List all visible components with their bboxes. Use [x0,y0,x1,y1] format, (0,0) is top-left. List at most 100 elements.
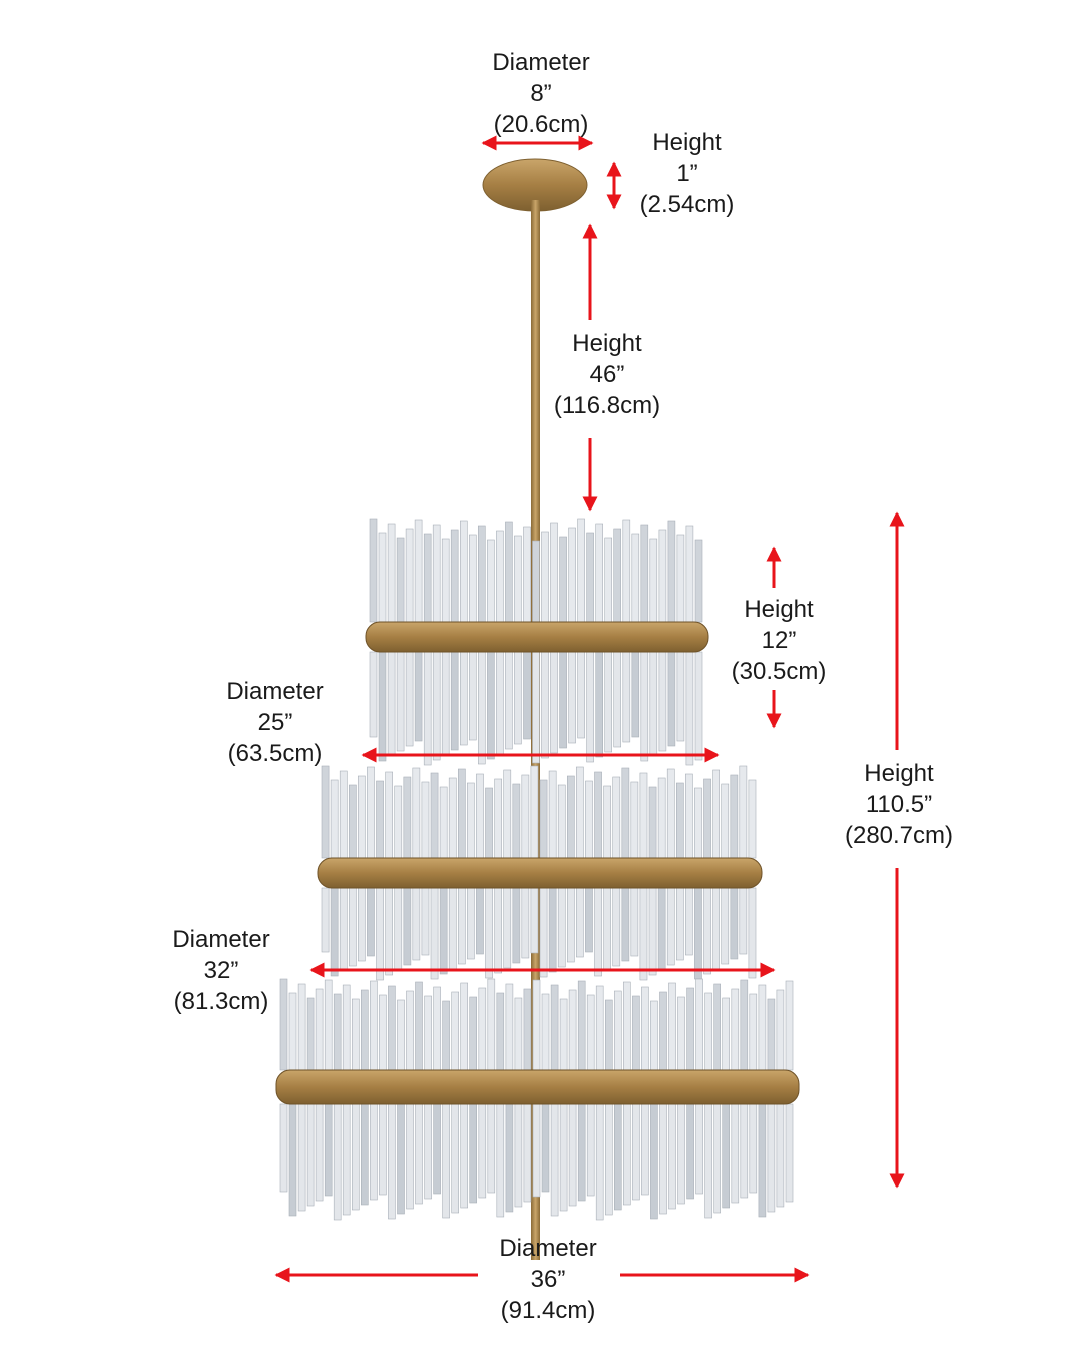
crystal-prism [577,980,586,1071]
crystal-prism [740,1103,749,1199]
crystal-prism [523,651,531,740]
crystal-prism [421,887,430,956]
crystal-prism [541,1103,550,1193]
crystal-prism [279,978,288,1071]
crystal-prism [279,1103,288,1193]
crystal-prism [677,996,685,1071]
crystal-prism [514,651,522,745]
crystal-prism [676,651,685,742]
crystal-prism [604,1103,613,1216]
crystal-prism [694,539,703,623]
dim-name: Diameter [492,49,590,76]
crystal-prism [566,887,575,963]
crystal-prism [758,1103,767,1218]
crystal-prism [348,784,357,859]
crystal-prism [505,1103,514,1213]
crystal-prism [439,786,448,859]
crystal-prism [703,778,711,859]
dim-imperial: 110.5” [865,791,933,818]
crystal-prism [622,651,631,743]
crystal-prism [632,1103,640,1201]
crystal-prism [758,984,767,1071]
crystal-prism [694,651,703,761]
crystal-prism [657,887,666,971]
crystal-prism [306,997,315,1071]
total-height-label: Height 110.5” (280.7cm) [845,758,953,851]
crystal-prism [321,887,330,953]
crystal-prism [387,651,396,757]
dim-metric: (2.54cm) [639,191,735,218]
crystal-prism [496,530,504,623]
crystal-prism [351,1103,360,1211]
crystal-prism [541,651,549,759]
crystal-prism [478,987,487,1071]
crystal-prism [405,651,414,747]
crystal-prism [460,1103,469,1209]
crystal-prism [675,887,684,961]
crystal-prism [388,985,396,1071]
crystal-prism [394,887,403,971]
crystal-prism [586,1103,595,1197]
crystal-prism [640,651,649,762]
crystal-prism [767,998,776,1071]
crystal-prism [514,997,523,1071]
bottom-tier-diameter-label: Diameter 36” (91.4cm) [499,1233,596,1326]
tier-height-label: Height 12” (30.5cm) [732,594,827,687]
crystal-prism [668,1103,676,1210]
crystal-prism [476,773,484,859]
crystal-prism [333,1103,342,1221]
crystal-prism [550,651,558,754]
crystal-prism [575,766,584,859]
brass-ring [317,857,763,889]
crystal-prism [477,651,486,765]
dim-imperial: 25” [257,709,293,736]
crystal-prism [722,1103,731,1209]
crystal-prism [548,770,557,859]
crystal-prism [585,887,593,953]
crystal-prism [585,780,593,859]
crystal-prism [649,651,658,757]
crystal-prism [421,781,430,859]
crystal-prism [713,1103,722,1214]
chandelier-illustration [275,158,800,1260]
dim-imperial: 1” [676,160,698,187]
brass-ring [275,1069,800,1105]
crystal-prism [686,1103,694,1200]
crystal-prism [330,779,339,859]
brass-ring [365,621,709,653]
crystal-prism [641,1103,649,1196]
crystal-prism [288,992,297,1071]
crystal-prism [749,993,758,1071]
crystal-prism [539,779,548,859]
crystal-prism [686,987,694,1071]
crystal-prism [648,786,657,859]
crystal-prism [603,887,611,972]
crystal-prism [494,778,503,859]
crystal-prism [557,887,566,968]
crystal-prism [577,1103,586,1202]
crystal-prism [622,1103,631,1206]
crystal-prism [448,887,457,970]
crystal-prism [378,651,387,762]
crystal-prism [594,887,602,977]
crystal-prism [405,528,414,623]
crystal-prism [503,769,512,859]
crystal-prism [442,1000,450,1071]
crystal-prism [666,887,675,966]
crystal-prism [740,979,749,1071]
dim-metric: (91.4cm) [500,1297,596,1324]
dim-name: Diameter [499,1235,597,1262]
crystal-prism [539,887,548,978]
crystal-prism [712,887,720,970]
crystal-prism [604,537,613,623]
dimension-arrows [274,135,905,1283]
crystal-prism [430,772,439,859]
crystal-prism [613,990,622,1071]
crystal-prism [487,539,495,623]
crystal-prism [748,779,757,859]
crystal-prism [677,1103,685,1205]
crystal-prism [586,532,594,623]
crystal-prism [424,1103,432,1200]
crystal-prism [512,887,521,964]
crystal-prism [412,767,421,859]
